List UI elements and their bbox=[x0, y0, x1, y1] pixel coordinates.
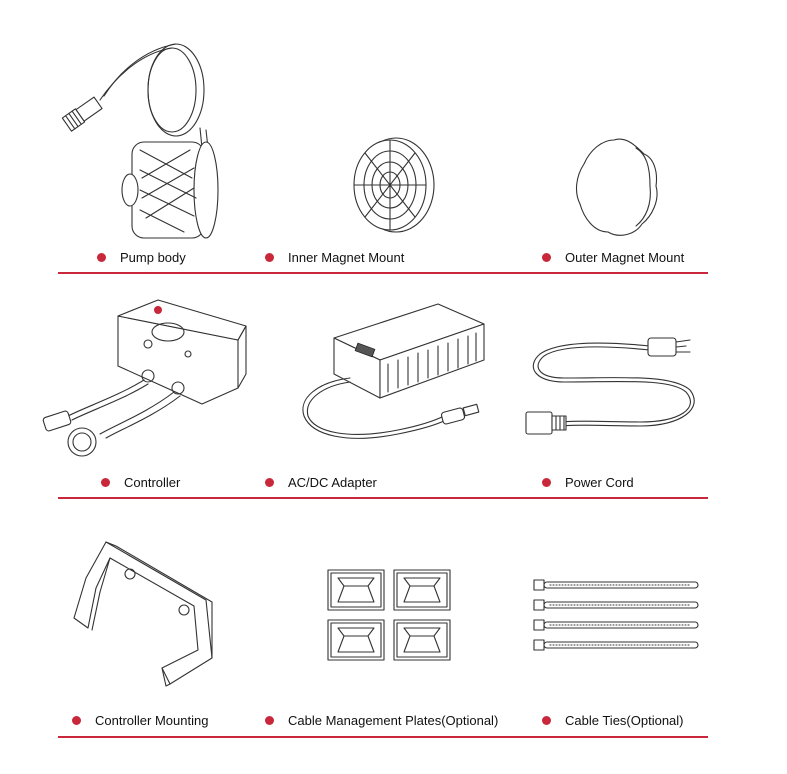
bullet-icon bbox=[265, 716, 274, 725]
cable-ties-illustration bbox=[530, 578, 702, 657]
power-cord-illustration bbox=[520, 326, 700, 451]
row-divider bbox=[58, 497, 708, 499]
item-label-outer-magnet-mount: Outer Magnet Mount bbox=[542, 250, 684, 265]
bullet-icon bbox=[542, 253, 551, 262]
cable-ties-label: Cable Ties(Optional) bbox=[565, 713, 684, 728]
row-divider bbox=[58, 272, 708, 274]
item-label-inner-magnet-mount: Inner Magnet Mount bbox=[265, 250, 404, 265]
outer-magnet-mount-label: Outer Magnet Mount bbox=[565, 250, 685, 265]
controller-label: Controller bbox=[124, 475, 181, 490]
power-cord-label: Power Cord bbox=[565, 475, 634, 490]
adapter-label: AC/DC Adapter bbox=[288, 475, 377, 490]
controller-mounting-label: Controller Mounting bbox=[95, 713, 209, 728]
controller-mounting-illustration bbox=[66, 538, 226, 698]
bullet-icon bbox=[72, 716, 81, 725]
item-label-adapter: AC/DC Adapter bbox=[265, 475, 377, 490]
bullet-icon bbox=[542, 478, 551, 487]
bullet-icon bbox=[265, 478, 274, 487]
outer-magnet-mount-illustration bbox=[574, 138, 664, 243]
inner-magnet-mount-illustration bbox=[348, 135, 438, 240]
item-label-controller-mounting: Controller Mounting bbox=[72, 713, 208, 728]
inner-magnet-mount-label: Inner Magnet Mount bbox=[288, 250, 405, 265]
cable-plates-illustration bbox=[327, 569, 452, 669]
pump-body-label: Pump body bbox=[120, 250, 186, 265]
item-label-pump-body: Pump body bbox=[97, 250, 186, 265]
controller-illustration bbox=[38, 296, 248, 471]
item-label-cable-plates: Cable Management Plates(Optional) bbox=[265, 713, 498, 728]
adapter-illustration bbox=[298, 298, 498, 458]
bullet-icon bbox=[265, 253, 274, 262]
row-divider bbox=[58, 736, 708, 738]
bullet-icon bbox=[101, 478, 110, 487]
cable-plates-label: Cable Management Plates(Optional) bbox=[288, 713, 499, 728]
bullet-icon bbox=[542, 716, 551, 725]
item-label-cable-ties: Cable Ties(Optional) bbox=[542, 713, 684, 728]
bullet-icon bbox=[97, 253, 106, 262]
item-label-controller: Controller bbox=[101, 475, 180, 490]
item-label-power-cord: Power Cord bbox=[542, 475, 634, 490]
pump-body-illustration bbox=[60, 38, 230, 248]
